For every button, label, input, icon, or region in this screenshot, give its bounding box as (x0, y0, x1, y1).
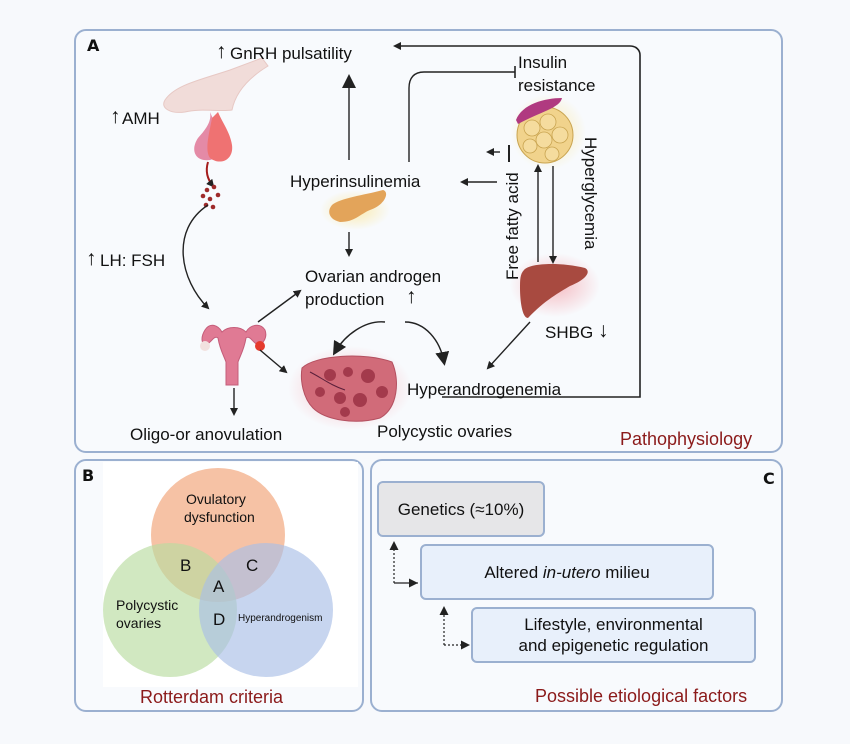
factor-genetics-label: Genetics (≈10%) (397, 499, 525, 519)
factor-in-utero-post: milieu (600, 562, 650, 582)
adipose-tissue-icon (516, 98, 574, 164)
node-hyperandrogenemia: Hyperandrogenemia (407, 380, 562, 399)
venn-region-b: B (180, 556, 192, 575)
factor-in-utero: Altered in-utero milieu (420, 544, 714, 600)
venn-label-polycystic-line1: Polycystic (116, 597, 179, 613)
ovarian-androgen-up-arrow: ↑ (406, 285, 417, 308)
panel-a-label: A (87, 36, 100, 55)
liver-icon (520, 264, 588, 318)
node-insulin-resistance-line1: Insulin (518, 53, 568, 72)
venn-circle-hyperandrogenism (199, 543, 333, 677)
pancreas-icon (329, 190, 387, 222)
factor-genetics: Genetics (≈10%) (377, 481, 545, 537)
panel-c-label: C (763, 469, 775, 488)
factor-lifestyle-line2: and epigenetic regulation (518, 636, 709, 655)
panel-c-caption: Possible etiological factors (535, 686, 748, 706)
venn-label-ovulatory-line2: dysfunction (184, 509, 255, 525)
node-lh-fsh-ratio: LH: FSH (100, 251, 166, 270)
venn-region-d: D (213, 610, 226, 629)
venn-region-c: C (246, 556, 259, 575)
node-shbg: SHBG (545, 323, 594, 342)
factor-in-utero-label: Altered in-utero milieu (484, 562, 649, 583)
shbg-down-arrow: ↓ (598, 319, 609, 342)
node-oligo-anovulation: Oligo-or anovulation (130, 425, 283, 444)
node-gnrh-pulsatility: GnRH pulsatility (230, 44, 352, 63)
pituitary-icon (163, 57, 269, 210)
node-ovarian-androgen-line1: Ovarian androgen (305, 267, 442, 286)
lh-fsh-up-arrow: ↑ (86, 247, 97, 270)
amh-up-arrow: ↑ (110, 105, 121, 128)
panel-b-label: B (82, 466, 95, 485)
panel-a-caption: Pathophysiology (620, 429, 753, 449)
factor-lifestyle: Lifestyle, environmental and epigenetic … (471, 607, 756, 663)
node-ovarian-androgen-line2: production (305, 290, 385, 309)
panel-b-caption: Rotterdam criteria (140, 687, 284, 707)
factor-in-utero-pre: Altered (484, 562, 543, 582)
gnrh-up-arrow: ↑ (216, 40, 227, 63)
factor-lifestyle-line1: Lifestyle, environmental (524, 615, 703, 634)
venn-circle-polycystic-ovaries (103, 543, 237, 677)
venn-label-ovulatory-line1: Ovulatory (186, 491, 246, 507)
polycystic-ovary-icon (300, 355, 397, 422)
venn-region-a: A (213, 577, 225, 596)
uterus-icon (200, 324, 267, 386)
venn-label-polycystic-line2: ovaries (116, 615, 162, 631)
node-amh: AMH (122, 109, 160, 128)
node-hyperinsulinemia: Hyperinsulinemia (290, 172, 421, 191)
venn-label-hyperandrogenism: Hyperandrogenism (238, 613, 323, 624)
node-insulin-resistance-line2: resistance (518, 76, 596, 95)
factor-in-utero-italic: in-utero (542, 562, 601, 582)
node-polycystic-ovaries: Polycystic ovaries (377, 422, 513, 441)
